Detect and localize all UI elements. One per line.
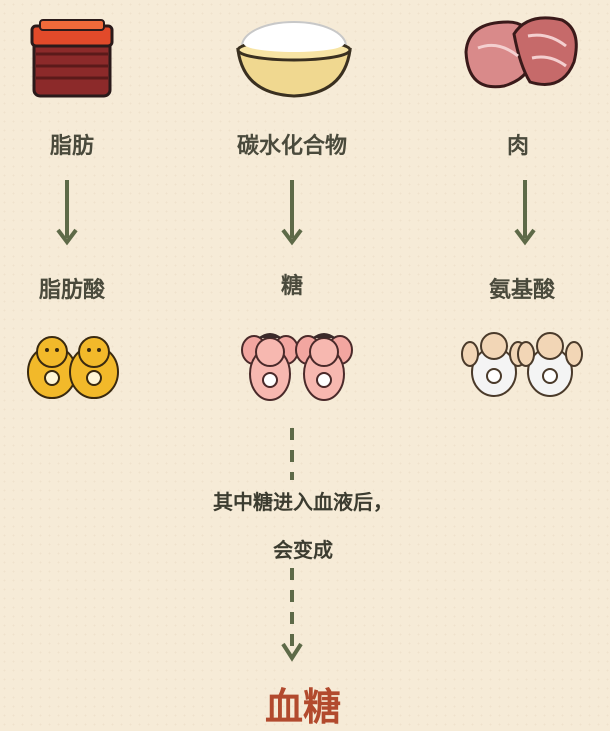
product-label-sugar: 糖 xyxy=(280,274,304,299)
note-line-1: 其中糖进入血液后， xyxy=(213,490,393,514)
arrow-down-icon xyxy=(56,180,78,246)
note-line-2: 会变成 xyxy=(273,538,333,562)
result-blood-sugar: 血糖 xyxy=(264,684,342,729)
source-label-fat: 脂肪 xyxy=(49,134,95,159)
dashed-arrow-down-icon xyxy=(281,568,303,662)
fat-block-icon xyxy=(30,19,114,98)
arrow-down-icon xyxy=(281,180,303,246)
product-label-amino-acid: 氨基酸 xyxy=(488,278,556,303)
product-label-fatty-acid: 脂肪酸 xyxy=(38,278,106,303)
dashed-connector xyxy=(290,428,294,480)
arrow-down-icon xyxy=(514,180,536,246)
pink-elephant-pair-icon xyxy=(241,333,353,401)
yellow-pig-pair-icon xyxy=(27,336,119,399)
rice-bowl-icon xyxy=(236,21,352,98)
source-label-meat: 肉 xyxy=(506,134,530,159)
muscle-man-pair-icon xyxy=(461,332,583,397)
source-label-carbohydrate: 碳水化合物 xyxy=(236,134,348,159)
meat-icon xyxy=(464,16,578,89)
